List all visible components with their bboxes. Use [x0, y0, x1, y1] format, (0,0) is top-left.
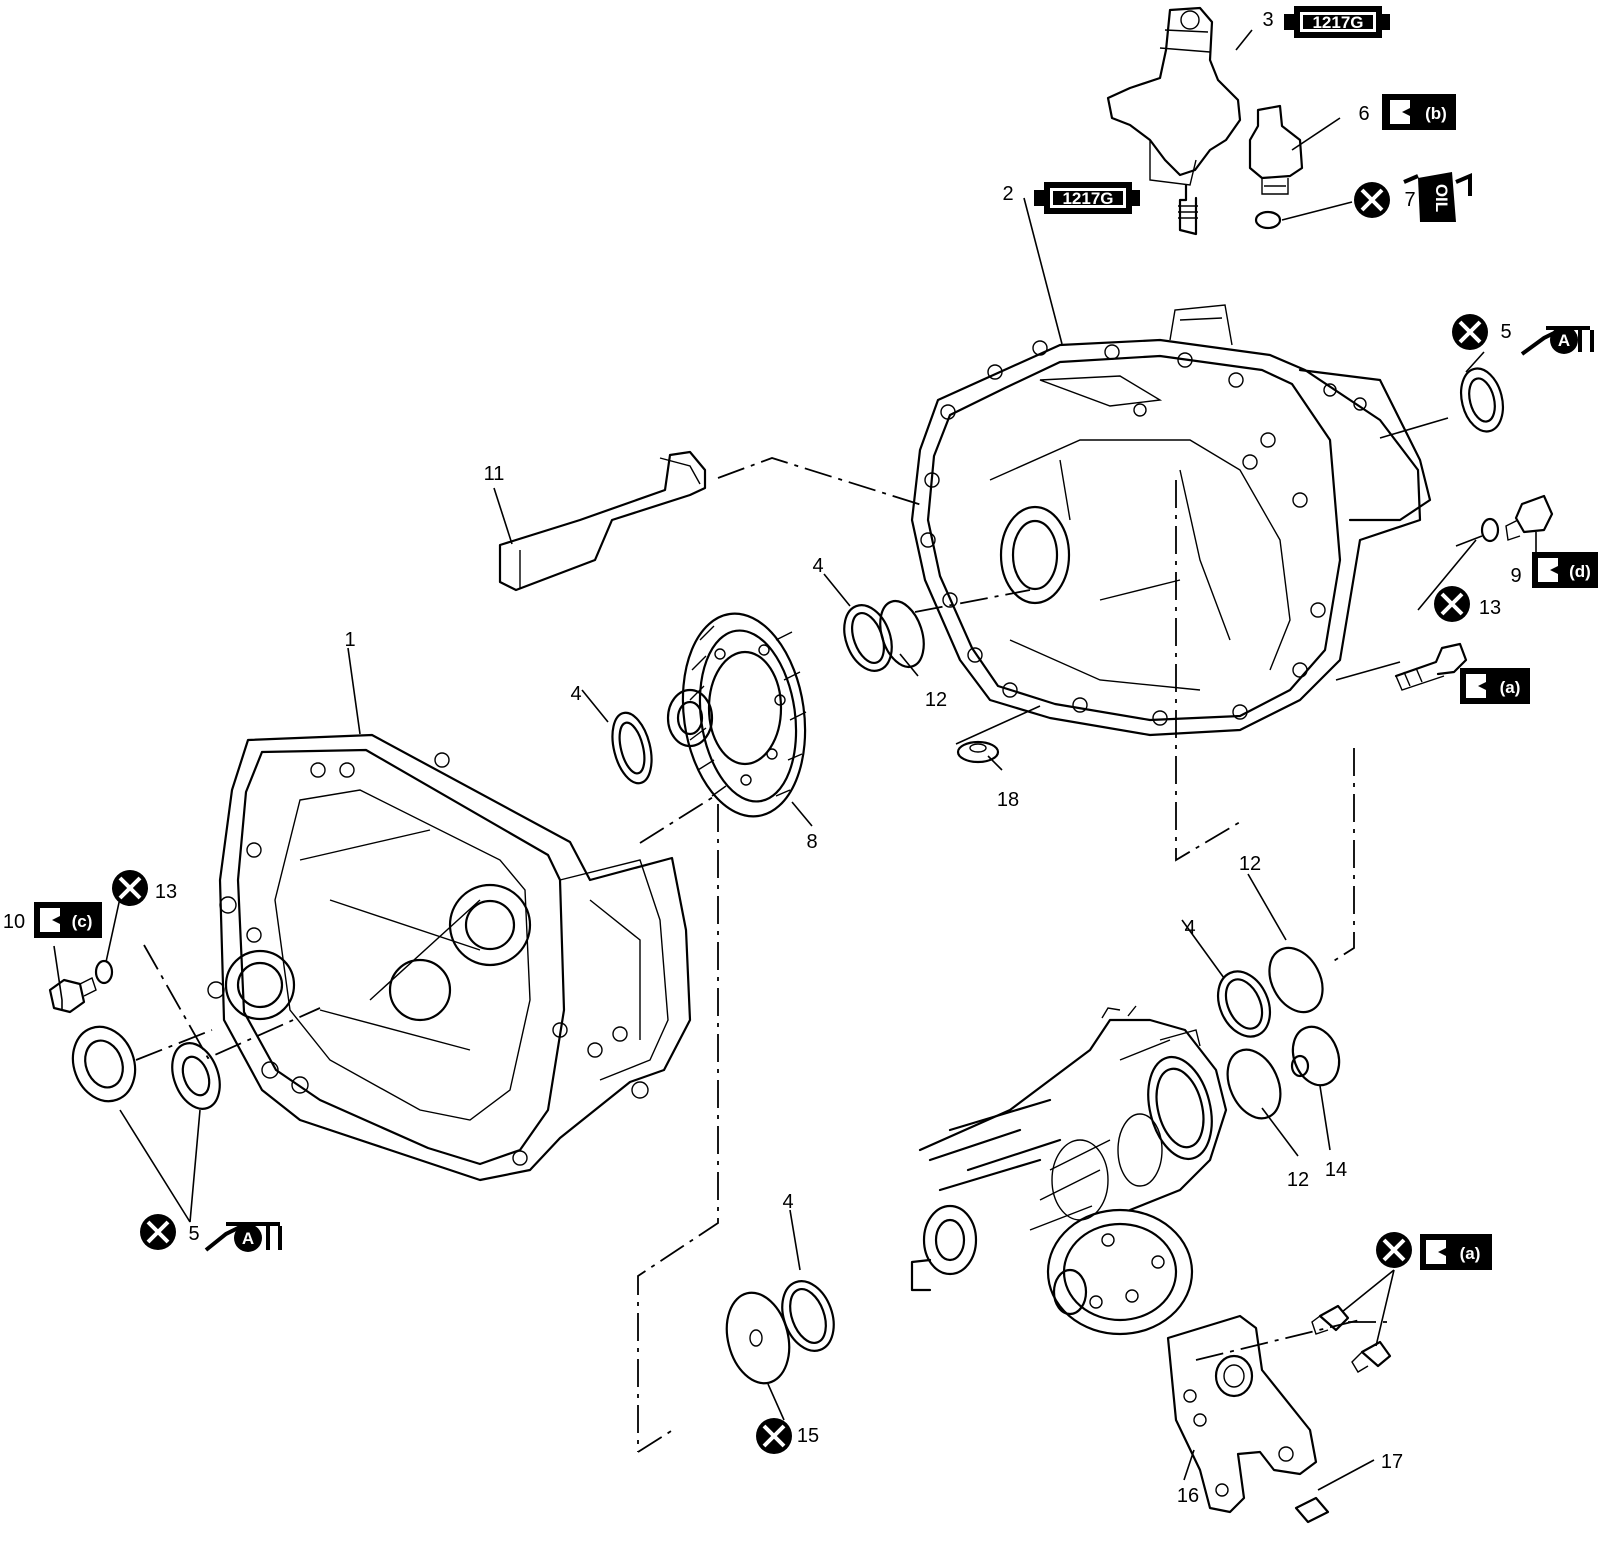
grease-gun-icon: A [1520, 326, 1594, 356]
do-not-reuse-icon [1434, 586, 1470, 622]
part-18-washer [956, 740, 1000, 764]
torque-c: (c) [72, 912, 93, 931]
part-9-plug [1505, 494, 1554, 541]
torque-d: (d) [1569, 562, 1591, 581]
callout-18: 18 [997, 789, 1019, 811]
part-5-oil-seals [71, 367, 1504, 1110]
oil-can-icon: OIL [1403, 172, 1472, 222]
leader-lines [53, 29, 1537, 1491]
callout-3: 3 [1262, 9, 1273, 31]
part-13-gasket-left [94, 959, 114, 985]
callout-16: 16 [1177, 1485, 1199, 1507]
part-8-differential [666, 612, 807, 818]
callout-4-upper: 4 [812, 555, 823, 577]
gear-shaft-assembly [910, 1005, 1228, 1336]
bolts-16-mount [1311, 1304, 1392, 1373]
callout-10: 10 [3, 911, 25, 933]
callout-4-right: 4 [1184, 917, 1195, 939]
do-not-reuse-icon [756, 1418, 792, 1454]
callout-8: 8 [806, 831, 817, 853]
grease-a-2: A [242, 1229, 254, 1248]
torque-wrench-icon: (d) [1532, 552, 1598, 588]
part-1-left-case [207, 733, 692, 1182]
torque-a-1: (a) [1500, 678, 1521, 697]
callout-12-upper: 12 [925, 689, 947, 711]
sealant-code-3: 1217G [1312, 13, 1363, 32]
part-12-shims [879, 599, 1324, 1120]
torque-wrench-icon: (c) [34, 902, 102, 938]
callout-13-left: 13 [155, 881, 177, 903]
do-not-reuse-icon [1452, 314, 1488, 350]
do-not-reuse-icon [112, 870, 148, 906]
part-11-guide [498, 450, 707, 592]
part-16-bracket [1166, 1314, 1318, 1514]
sealant-tube-icon: 1217G [1284, 6, 1390, 38]
callout-5-left: 5 [188, 1223, 199, 1245]
callout-2: 2 [1002, 183, 1013, 205]
callout-5-right: 5 [1500, 321, 1511, 343]
callout-13-right: 13 [1479, 597, 1501, 619]
callout-14: 14 [1325, 1159, 1347, 1181]
torque-wrench-icon: (a) [1420, 1234, 1492, 1270]
do-not-reuse-icon [1376, 1232, 1412, 1268]
torque-wrench-icon: (b) [1382, 94, 1456, 130]
callout-12-right: 12 [1239, 853, 1261, 875]
part-17-clip [1294, 1496, 1330, 1524]
part-10-plug [48, 977, 97, 1014]
part-15-cap [725, 1291, 791, 1385]
torque-b: (b) [1425, 104, 1447, 123]
callout-12-lower: 12 [1287, 1169, 1309, 1191]
callout-15: 15 [797, 1425, 819, 1447]
part-14-cap [1290, 1025, 1341, 1087]
part-4-races [611, 604, 1272, 1352]
part-3-shift-control [1106, 6, 1242, 236]
torque-wrench-icon: (a) [1460, 668, 1530, 704]
part-13-gasket-right [1480, 517, 1500, 543]
callout-4-lower: 4 [782, 1191, 793, 1213]
do-not-reuse-icon [140, 1214, 176, 1250]
callout-4-left: 4 [570, 683, 581, 705]
callout-11: 11 [484, 463, 505, 485]
bolt-a-right [1394, 642, 1468, 691]
callout-6: 6 [1358, 103, 1369, 125]
part-7-o-ring [1254, 210, 1282, 230]
grease-gun-icon: A [204, 1222, 282, 1252]
do-not-reuse-icon [1354, 182, 1390, 218]
alignment-lines [135, 457, 1390, 1453]
callout-7: 7 [1404, 189, 1415, 211]
sealant-tube-icon: 1217G [1034, 182, 1140, 214]
sealant-code-2: 1217G [1062, 189, 1113, 208]
callout-17: 17 [1381, 1451, 1403, 1473]
callout-1: 1 [344, 629, 355, 651]
part-2-right-case [910, 304, 1432, 737]
grease-a-1: A [1558, 331, 1570, 350]
oil-label: OIL [1432, 184, 1451, 212]
torque-a-2: (a) [1460, 1244, 1481, 1263]
callout-labels: 1 2 3 4 4 4 4 5 5 6 7 8 9 10 11 12 12 12… [3, 9, 1522, 1507]
callout-9: 9 [1510, 565, 1521, 587]
part-6-switch [1248, 104, 1304, 195]
